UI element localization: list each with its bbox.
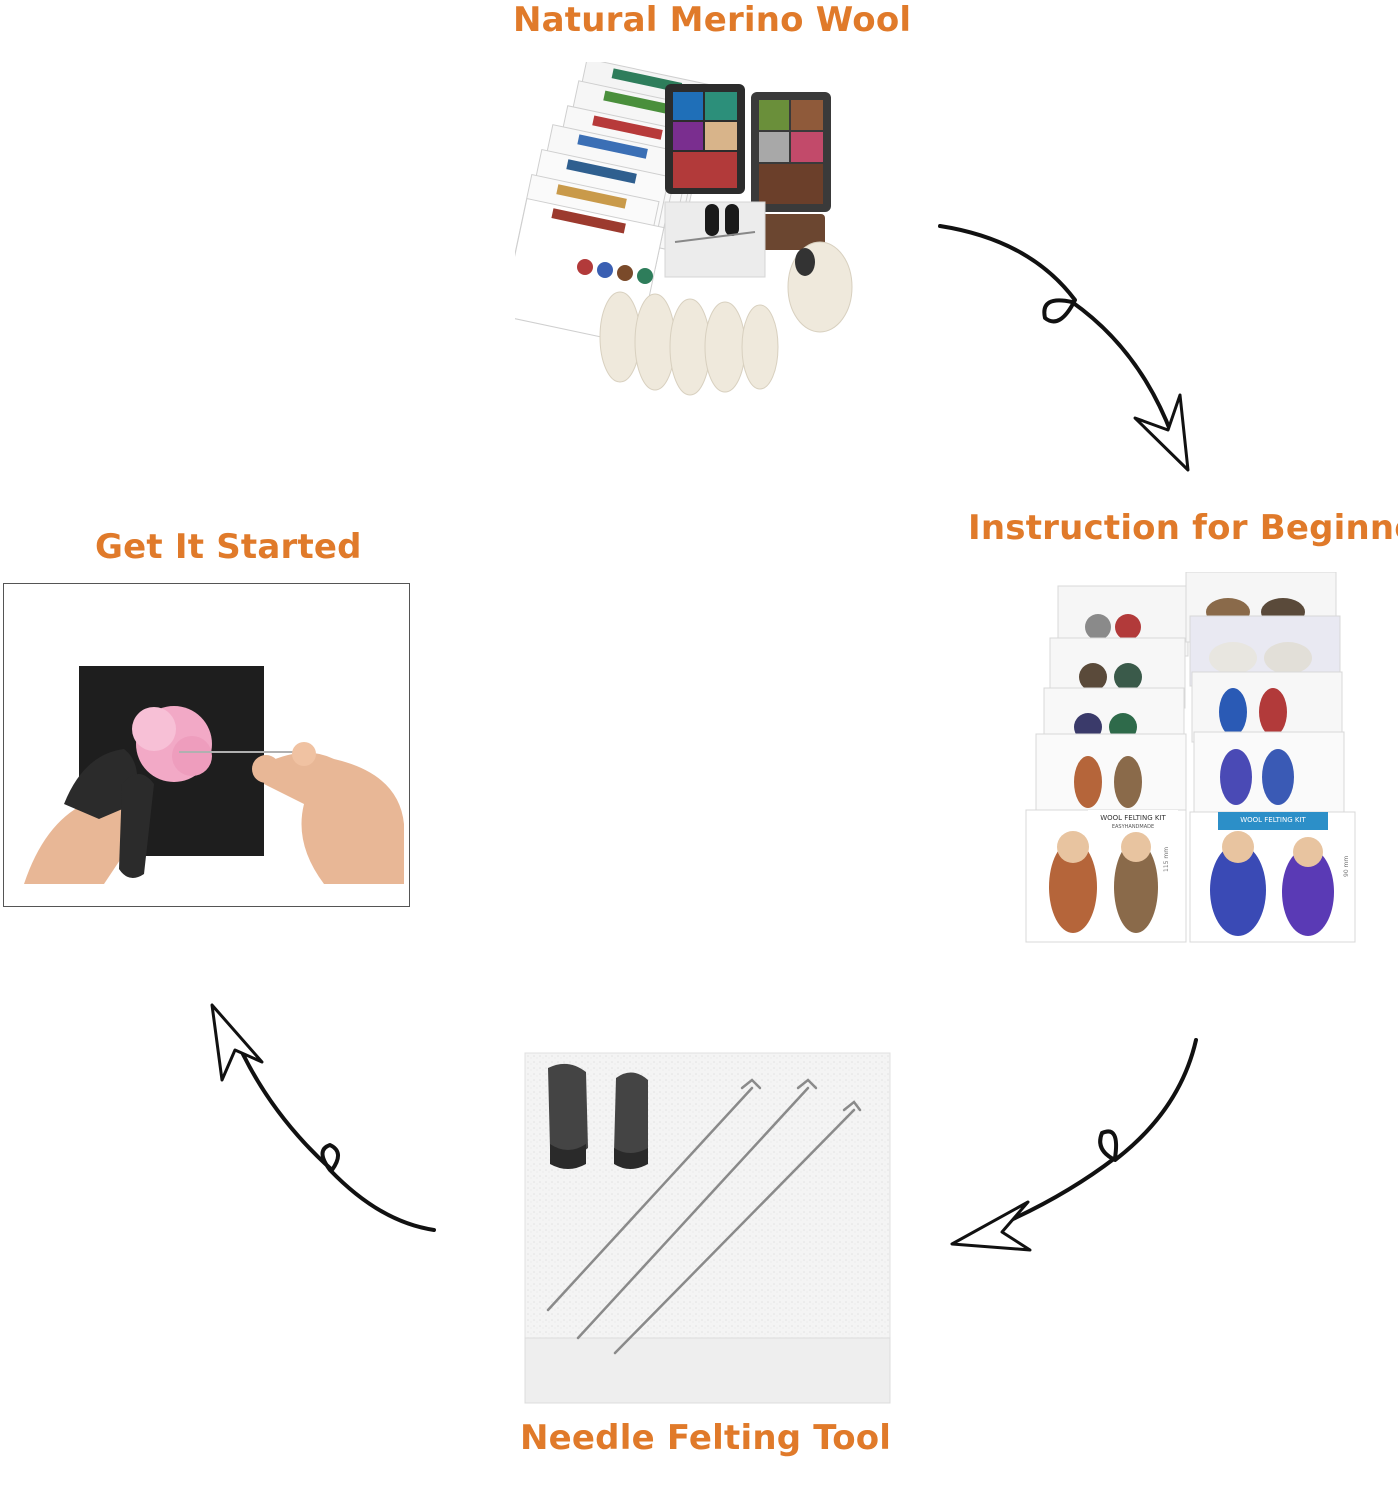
foam-pad-needles-image: [520, 1048, 896, 1408]
booklet-title-right: WOOL FELTING KIT: [1240, 816, 1306, 824]
wool-kit-bundle-image: [515, 62, 865, 402]
felting-in-progress-image: [3, 583, 410, 907]
arrowhead-instruction: [1133, 393, 1190, 472]
step-label-start: Get It Started: [95, 527, 362, 567]
booklet-height-left: 115 mm: [1163, 847, 1170, 872]
step-label-wool: Natural Merino Wool: [513, 0, 912, 40]
step-label-instruction: Instruction for Beginner: [968, 508, 1398, 548]
instruction-booklets-image: WOOL FELTING KIT EASYHANDMADE 115 mm WOO…: [1018, 572, 1363, 944]
booklet-height-right: 90 mm: [1343, 856, 1350, 877]
arrow-tool-to-start: [230, 1028, 436, 1232]
arrow-instruction-to-tool: [986, 1038, 1198, 1232]
arrow-wool-to-instruction: [938, 224, 1174, 437]
booklet-subtitle-left: EASYHANDMADE: [1112, 824, 1154, 830]
step-label-tool: Needle Felting Tool: [520, 1418, 892, 1458]
arrowhead-start: [210, 1003, 264, 1082]
arrowhead-tool: [950, 1200, 1032, 1252]
booklet-title-left: WOOL FELTING KIT: [1100, 814, 1166, 822]
